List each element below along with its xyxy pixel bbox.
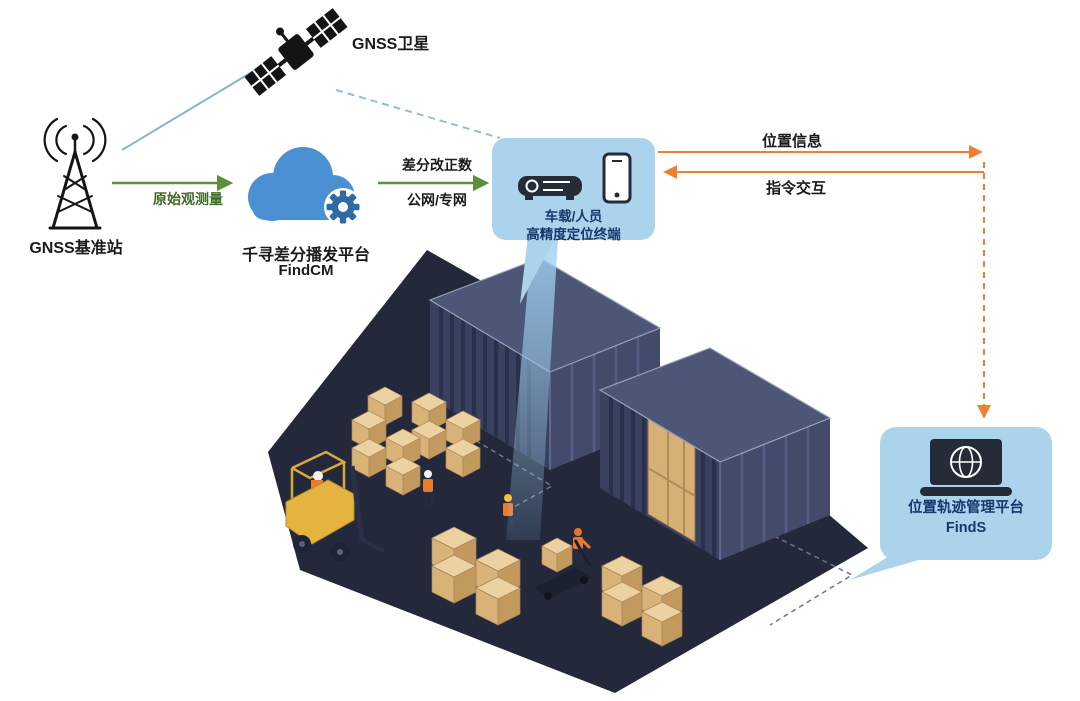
satellite-label: GNSS卫星	[352, 36, 430, 53]
shipping-container-open	[598, 347, 832, 560]
terminal-label-line1: 车载/人员	[544, 209, 603, 224]
cloud-gear-icon	[248, 147, 362, 226]
command-interaction-label: 指令交互	[766, 180, 827, 197]
laptop-globe-icon	[920, 439, 1012, 496]
correction-label: 差分改正数	[402, 157, 472, 173]
warehouse-platform	[268, 250, 868, 693]
raw-observation-label: 原始观测量	[153, 191, 223, 207]
pallet-stack	[601, 555, 683, 647]
management-label-line1: 位置轨迹管理平台	[908, 500, 1024, 516]
management-label-line2: FindS	[945, 519, 987, 536]
position-info-label: 位置信息	[762, 133, 823, 150]
base-station-icon	[43, 117, 107, 230]
management-platform-panel: 位置轨迹管理平台 FindS	[880, 427, 1052, 560]
warehouse-scene	[268, 238, 868, 693]
floor-marking-line	[741, 519, 854, 626]
pallet-jack	[534, 537, 592, 600]
receiver-icon	[517, 176, 582, 200]
satellite-icon	[244, 8, 348, 96]
satellite-to-terminal-signal-line	[335, 89, 501, 139]
forklift-icon	[285, 450, 385, 561]
cloud-platform-product-label: FindCM	[278, 262, 334, 279]
base-station-label: GNSS基准站	[29, 240, 123, 257]
worker-figure	[423, 470, 434, 506]
terminal-callout-tail	[520, 236, 556, 304]
satellite-to-base-signal-line	[121, 65, 263, 151]
terminal-icons	[516, 152, 632, 204]
pallet-stack	[431, 526, 521, 626]
terminal-label-line2: 高精度定位终端	[526, 227, 621, 243]
smartphone-icon	[602, 152, 631, 204]
terminal-panel: 车载/人员 高精度定位终端	[492, 138, 655, 242]
network-label: 公网/专网	[407, 192, 467, 208]
pallet-stack	[351, 386, 481, 496]
cloud-platform-name-label: 千寻差分播发平台	[241, 247, 370, 264]
positioning-beam	[506, 238, 558, 540]
